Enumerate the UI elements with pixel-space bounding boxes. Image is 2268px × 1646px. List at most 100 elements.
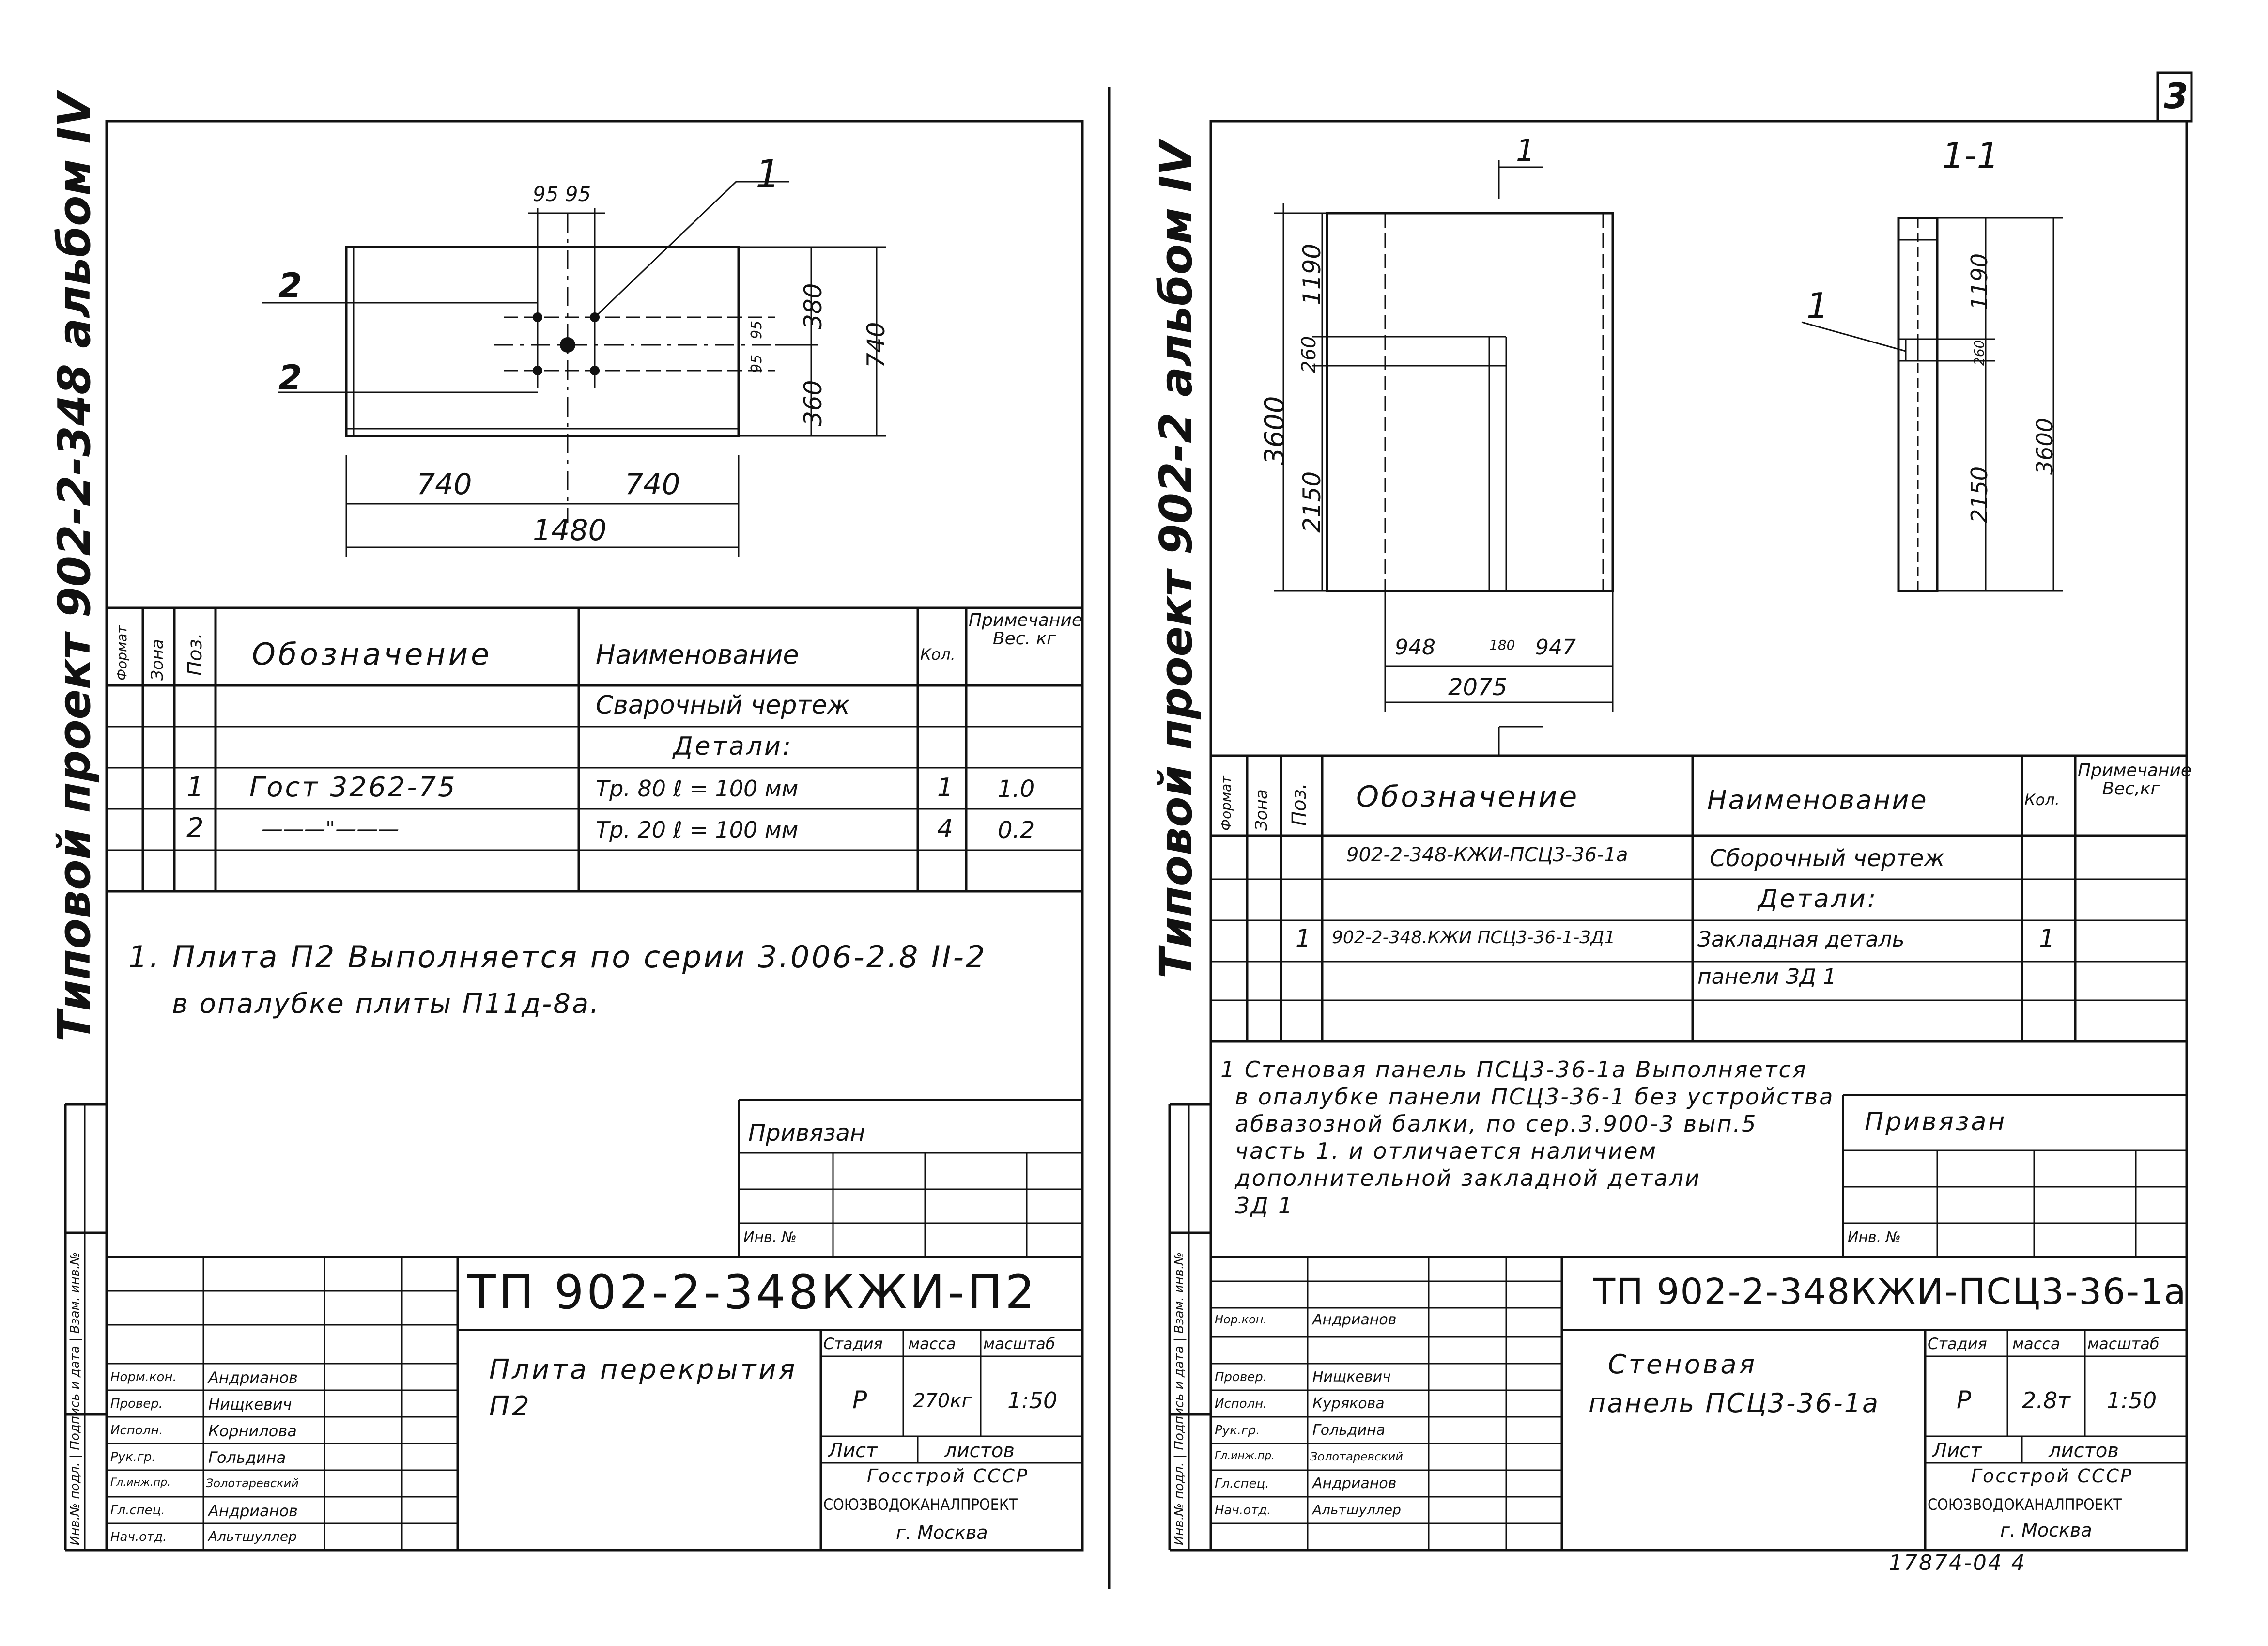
right-dim-947: 947 bbox=[1535, 635, 1576, 660]
sheet-number: 3 bbox=[2164, 76, 2189, 116]
right-spec-row2-name: Детали: bbox=[1758, 885, 1878, 914]
left-title-name: Плита перекрытия П2 bbox=[489, 1354, 798, 1422]
right-spec-row3-name: Закладная деталь bbox=[1697, 927, 1905, 952]
right-mass: 2.8т bbox=[2022, 1387, 2070, 1413]
left-sheets-label: листов bbox=[944, 1440, 1015, 1462]
left-spec-row4-note: 0.2 bbox=[998, 817, 1035, 844]
left-sheet-label: Лист bbox=[828, 1440, 878, 1462]
left-mass: 270кг bbox=[913, 1390, 972, 1412]
right-scale-label: масштаб bbox=[2087, 1335, 2160, 1353]
left-sig-role-3: Исполн. bbox=[110, 1423, 163, 1438]
right-spec-table bbox=[1211, 754, 2187, 1043]
right-cut-mark: 1 bbox=[1516, 133, 1535, 168]
left-plate-plan bbox=[345, 246, 740, 437]
left-note-line2: в опалубке плиты П11д-8а. bbox=[172, 988, 601, 1020]
right-spec-row3-designation: 902-2-348.КЖИ ПСЦ3-36-1-ЗД1 bbox=[1332, 928, 1616, 947]
left-spec-row3-name: Тр. 80 ℓ = 100 мм bbox=[596, 776, 799, 802]
right-scale: 1:50 bbox=[2107, 1387, 2157, 1413]
left-spec-row1-name: Сварочный чертеж bbox=[596, 691, 850, 720]
right-sig-name-5: Золотаревский bbox=[1310, 1450, 1403, 1463]
right-sheets-label: листов bbox=[2049, 1440, 2119, 1462]
right-sig-role-1: Нор.кон. bbox=[1215, 1313, 1267, 1326]
right-callout-1: 1 bbox=[1806, 285, 1829, 326]
right-sec-dim-1190: 1190 bbox=[1966, 253, 1992, 310]
right-stage: Р bbox=[1957, 1386, 1972, 1414]
right-sig-role-5: Гл.инж.пр. bbox=[1215, 1450, 1275, 1462]
right-spec-row1-name: Сборочный чертеж bbox=[1710, 845, 1945, 872]
left-margin-title: Типовой проект 902-2-348 альбом IV bbox=[48, 93, 100, 1041]
left-dim-380: 380 bbox=[799, 283, 827, 329]
left-dim-1480: 1480 bbox=[533, 513, 607, 547]
left-sig-name-3: Корнилова bbox=[208, 1422, 297, 1440]
right-privyazan-label: Привязан bbox=[1865, 1107, 2007, 1136]
left-spec-row4-pos: 2 bbox=[186, 812, 204, 844]
left-spec-row3-pos: 1 bbox=[186, 772, 204, 803]
left-sig-role-4: Рук.гр. bbox=[110, 1450, 156, 1464]
right-sig-role-3: Исполн. bbox=[1215, 1397, 1267, 1411]
right-dim-180: 180 bbox=[1489, 637, 1515, 653]
left-stage: Р bbox=[852, 1386, 867, 1414]
right-note-line5: дополнительной закладной детали bbox=[1235, 1165, 1701, 1192]
right-dim-948: 948 bbox=[1395, 635, 1435, 660]
right-title-name-1: Стеновая bbox=[1608, 1349, 1758, 1380]
right-spec-row3-pos: 1 bbox=[1296, 924, 1311, 952]
left-spec-row4-name: Тр. 20 ℓ = 100 мм bbox=[596, 817, 799, 843]
right-note-line1: 1 Стеновая панель ПСЦ3-36-1а Выполняется bbox=[1220, 1056, 1807, 1083]
left-spec-header-qty: Кол. bbox=[920, 645, 956, 664]
right-dim-2075: 2075 bbox=[1448, 674, 1508, 701]
right-sig-role-6: Гл.спец. bbox=[1215, 1476, 1269, 1491]
left-sig-name-7: Альтшуллер bbox=[208, 1528, 297, 1544]
left-dim-360: 360 bbox=[799, 380, 827, 426]
right-dim-2150: 2150 bbox=[1298, 471, 1326, 533]
right-title-name-2: панель ПСЦ3-36-1а bbox=[1589, 1388, 1880, 1418]
right-note-line4: часть 1. и отличается наличием bbox=[1235, 1138, 1658, 1165]
left-sig-name-2: Нищкевич bbox=[208, 1395, 292, 1413]
left-spec-row3-qty: 1 bbox=[937, 773, 954, 802]
right-section-1-1 bbox=[1897, 217, 1939, 592]
left-privyazan-block bbox=[738, 1099, 1082, 1257]
left-spec-header-designation: Обозначение bbox=[252, 637, 493, 672]
left-dim-740-left: 740 bbox=[417, 467, 472, 501]
right-spec-row4-name: панели ЗД 1 bbox=[1697, 964, 1836, 989]
left-scale-label: масштаб bbox=[983, 1335, 1055, 1353]
right-spec-col-pos: Поз. bbox=[1288, 783, 1311, 826]
right-sheet-label: Лист bbox=[1932, 1440, 1982, 1462]
left-org3: г. Москва bbox=[896, 1522, 988, 1543]
left-org2: СОЮЗВОДОКАНАЛПРОЕКТ bbox=[823, 1495, 1018, 1514]
right-note: 1 Стеновая панель ПСЦ3-36-1а Выполняется… bbox=[1220, 1056, 1845, 1219]
left-spec-table bbox=[107, 606, 1082, 893]
left-pos-2-top: 2 bbox=[278, 266, 302, 306]
right-title-block bbox=[1211, 1256, 2187, 1550]
left-spec-header-name: Наименование bbox=[596, 639, 799, 670]
left-title-code: ТП 902-2-348КЖИ-П2 bbox=[467, 1265, 1038, 1320]
right-sig-role-2: Провер. bbox=[1215, 1370, 1267, 1384]
left-dim-top: 95 95 bbox=[533, 182, 591, 206]
left-sig-role-2: Провер. bbox=[110, 1397, 163, 1411]
right-sig-name-2: Нищкевич bbox=[1312, 1368, 1391, 1385]
left-spec-col-pos: Поз. bbox=[184, 633, 206, 676]
left-org1: Госстрой СССР bbox=[867, 1465, 1029, 1487]
right-spec-col-zone: Зона bbox=[1252, 789, 1271, 831]
right-sec-dim-2150: 2150 bbox=[1966, 466, 1992, 523]
left-sig-name-6: Андрианов bbox=[208, 1502, 298, 1520]
right-privyazan-block bbox=[1842, 1094, 2187, 1257]
left-sig-role-6: Гл.спец. bbox=[110, 1503, 165, 1518]
left-note-line1: 1. Плита П2 Выполняется по серии 3.006-2… bbox=[128, 939, 987, 975]
right-section-dims bbox=[1801, 217, 2063, 592]
left-sig-name-4: Гольдина bbox=[208, 1448, 286, 1467]
left-spec-row4-qty: 4 bbox=[937, 814, 954, 843]
right-spec-row3-qty: 1 bbox=[2039, 924, 2055, 953]
right-note-line2: в опалубке панели ПСЦ3-36-1 без устройст… bbox=[1235, 1084, 1835, 1110]
right-dim-260: 260 bbox=[1298, 336, 1320, 373]
right-spec-col-format: Формат bbox=[1218, 776, 1234, 831]
left-dim-740-right: 740 bbox=[625, 467, 680, 501]
right-spec-header-note: Примечание Вес,кг bbox=[2078, 761, 2192, 799]
left-spec-col-zone: Зона bbox=[148, 639, 167, 681]
right-sec-dim-3600: 3600 bbox=[2032, 418, 2058, 475]
left-sig-name-5: Золотаревский bbox=[206, 1476, 299, 1490]
right-spec-row1-designation: 902-2-348-КЖИ-ПСЦ3-36-1а bbox=[1346, 844, 1628, 866]
left-sig-role-5: Гл.инж.пр. bbox=[110, 1476, 171, 1489]
right-panel-dims bbox=[1274, 160, 1614, 756]
right-margin-title: Типовой проект 902-2 альбом IV bbox=[1150, 141, 1202, 978]
right-sig-name-7: Альтшуллер bbox=[1312, 1502, 1401, 1518]
